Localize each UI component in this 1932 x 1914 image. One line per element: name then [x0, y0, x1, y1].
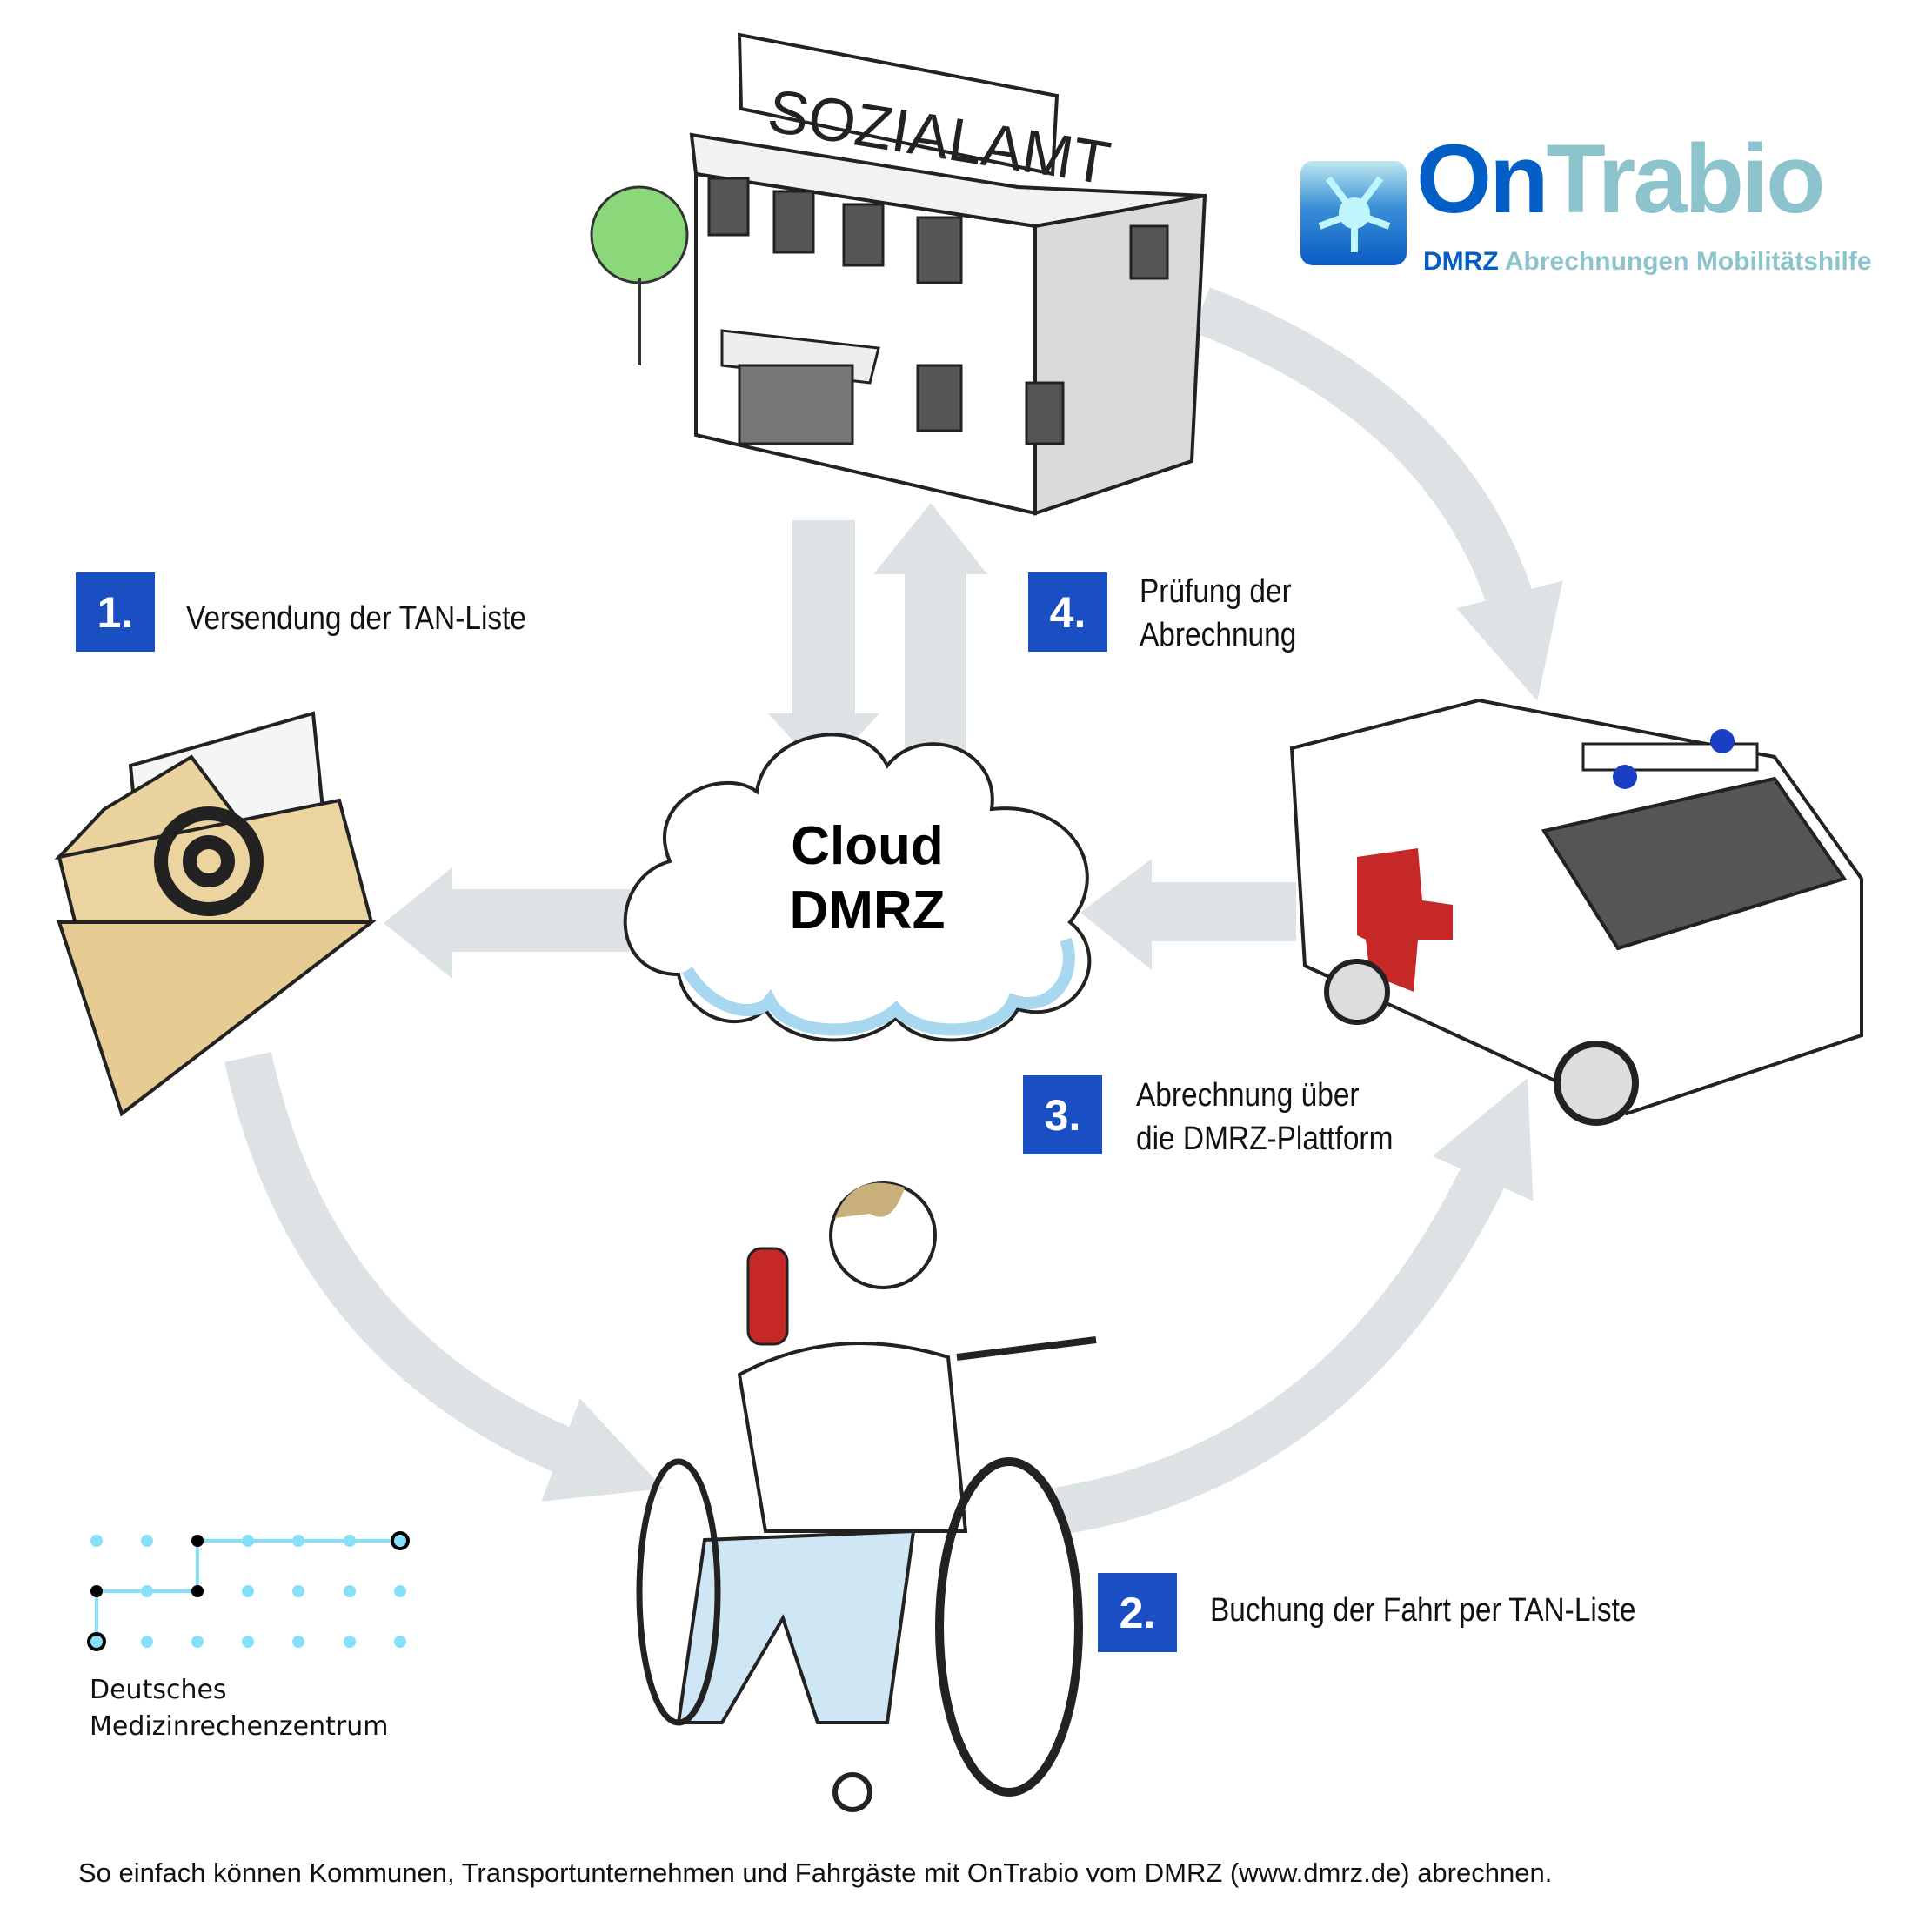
arrow-ambulance-to-cloud [1080, 859, 1296, 970]
step-4-badge: 4. [1028, 572, 1107, 652]
ontrabio-tagline: DMRZ Abrechnungen Mobilitätshilfe [1423, 247, 1872, 277]
dmrz-company-name: Deutsches Medizinrechenzentrum [90, 1672, 388, 1745]
tagline-dmrz: DMRZ [1423, 247, 1499, 276]
arrow-envelope-to-wheelchair [224, 1052, 664, 1502]
step-4-label-line1: Prüfung der [1140, 573, 1292, 610]
step-4-label-line2: Abrechnung [1140, 617, 1297, 653]
arrow-cloud-to-building [873, 503, 987, 757]
step-1-label: Versendung der TAN-Liste [186, 600, 526, 637]
step-2-label: Buchung der Fahrt per TAN-Liste [1210, 1592, 1636, 1629]
arrow-cloud-to-envelope [384, 867, 644, 979]
arrow-building-to-ambulance [1193, 287, 1563, 701]
ambulance-illustration [1289, 698, 1863, 1126]
step-3-label-line2: die DMRZ-Plattform [1136, 1121, 1394, 1157]
cloud-icon [623, 733, 1092, 1042]
step-3-label-line1: Abrechnung über [1136, 1077, 1360, 1114]
dmrz-name-line1: Deutsches [90, 1675, 227, 1705]
footer-caption: So einfach können Kommunen, Transportunt… [78, 1857, 1553, 1888]
at-sign-icon [154, 806, 264, 916]
step-2-badge: 2. [1098, 1573, 1177, 1652]
arrow-wheelchair-to-ambulance [1054, 1078, 1534, 1536]
cloud-label-line2: DMRZ [789, 880, 946, 940]
tagline-rest: Abrechnungen Mobilitätshilfe [1504, 247, 1872, 276]
brand-trabio: Trabio [1546, 124, 1826, 233]
step-3-badge: 3. [1023, 1075, 1102, 1154]
email-envelope-illustration [54, 711, 377, 1117]
ontrabio-logo-icon [1300, 161, 1407, 265]
person-in-wheelchair-illustration [636, 1181, 1097, 1812]
cloud-label-line1: Cloud [791, 816, 944, 876]
sozialamt-building-illustration: SOZIALAMT [590, 32, 1207, 516]
ontrabio-wordmark: OnTrabio [1416, 130, 1826, 228]
step-1-badge: 1. [76, 572, 155, 652]
dmrz-name-line2: Medizinrechenzentrum [90, 1711, 389, 1742]
brand-on: On [1416, 124, 1549, 233]
dmrz-dot-logo [87, 1531, 410, 1651]
